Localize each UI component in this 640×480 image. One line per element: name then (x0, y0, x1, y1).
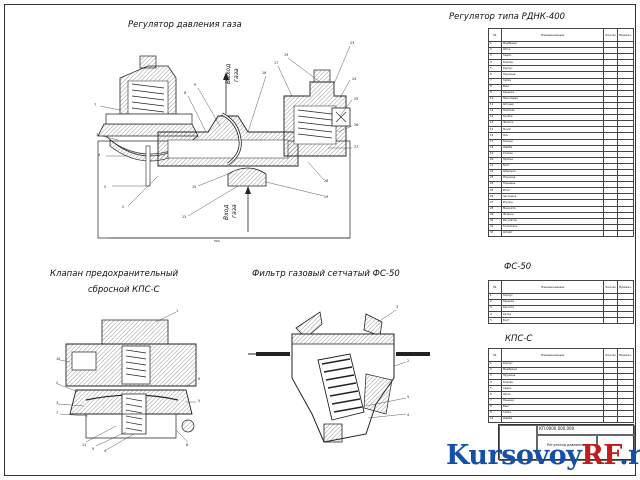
col-num: № (488, 348, 502, 362)
svg-text:16: 16 (262, 71, 266, 75)
row-name: Болт (500, 317, 605, 325)
title-block-name-cell (537, 435, 597, 461)
watermark-part2: RF (581, 440, 620, 471)
title-spec-fs: ФС-50 (504, 262, 532, 272)
watermark-part3: .ru (619, 440, 640, 471)
svg-text:4: 4 (104, 449, 106, 453)
col-note: Примеч. (617, 280, 634, 294)
row-note (617, 415, 634, 423)
row-num: 10 (488, 415, 502, 423)
svg-text:2: 2 (122, 205, 124, 209)
svg-text:5: 5 (104, 185, 106, 189)
row-qty (603, 317, 619, 325)
col-note: Примеч. (617, 348, 634, 362)
outlet-gas-label-line1: Выход (225, 63, 232, 84)
title-block-org-cell (597, 435, 635, 461)
title-block-grid (499, 425, 537, 461)
inlet-gas-label-line2: газа (231, 204, 238, 218)
svg-text:4: 4 (407, 413, 409, 417)
svg-text:25: 25 (354, 97, 358, 101)
spec-table-kps-header: № Наименование Кол-во Примеч. (488, 348, 634, 362)
row-num: 32 (488, 229, 502, 238)
outlet-gas-label: Выход газа (225, 56, 255, 88)
col-qty: Кол-во (603, 28, 619, 42)
title-relief-valve-line1: Клапан предохранительный (50, 269, 179, 279)
svg-text:5: 5 (407, 395, 409, 399)
kursovoyrf-watermark-logo[interactable]: KursovoyRF.ru (446, 440, 640, 471)
svg-text:7: 7 (94, 103, 96, 107)
relief-valve-drawing: 10 2 3 7 11 9 4 1 6 5 8 (56, 309, 200, 453)
inlet-gas-label: Вход газа (223, 192, 253, 226)
row-name: Шайба (500, 415, 605, 423)
svg-text:9: 9 (92, 447, 94, 451)
svg-text:11: 11 (82, 443, 86, 447)
svg-text:3: 3 (396, 305, 398, 309)
svg-text:17: 17 (274, 61, 278, 65)
svg-text:27: 27 (354, 145, 358, 149)
row-qty (603, 415, 619, 423)
row-name: Штифт (500, 229, 605, 238)
svg-text:8: 8 (186, 443, 188, 447)
svg-text:2: 2 (56, 381, 58, 385)
title-block-code: КП.0000.000.000 (539, 426, 575, 431)
row-qty (603, 229, 619, 238)
col-qty: Кол-во (603, 280, 619, 294)
row-num: 5 (488, 317, 502, 325)
col-name: Наименование (500, 348, 605, 362)
spec-table-fs-header: № Наименование Кол-во Примеч. (488, 280, 634, 294)
title-block-code-cell (537, 425, 635, 435)
col-name: Наименование (500, 280, 605, 294)
svg-text:2: 2 (407, 359, 409, 363)
outlet-gas-label-line2: газа (233, 68, 240, 82)
gas-filter-drawing: 3 2 5 4 (248, 305, 430, 443)
svg-text:3: 3 (96, 133, 98, 137)
col-num: № (488, 280, 502, 294)
title-block: КП.0000.000.000 Регулятор давления (498, 424, 635, 461)
col-num: № (488, 28, 502, 42)
svg-text:1: 1 (176, 309, 178, 313)
svg-text:10: 10 (56, 357, 60, 361)
watermark-part1: Kursovoy (446, 440, 582, 471)
svg-text:9: 9 (194, 83, 196, 87)
sheet-frame (4, 4, 636, 476)
spec-table-rdnk-header: № Наименование Кол-во Примеч. (488, 28, 634, 42)
title-gas-filter: Фильтр газовый сетчатый ФС-50 (252, 269, 400, 279)
col-note: Примеч. (617, 28, 634, 42)
svg-text:13: 13 (182, 215, 186, 219)
svg-text:8: 8 (184, 91, 186, 95)
svg-text:7: 7 (56, 411, 58, 415)
title-spec-kps: КПС-С (505, 334, 533, 344)
svg-text:15: 15 (192, 185, 196, 189)
svg-text:19: 19 (284, 53, 288, 57)
row-note (617, 317, 634, 325)
svg-text:5: 5 (198, 399, 200, 403)
title-relief-valve-line2: сбросной КПС-С (88, 285, 160, 295)
svg-text:3: 3 (56, 401, 58, 405)
svg-text:28: 28 (324, 179, 328, 183)
col-qty: Кол-во (603, 348, 619, 362)
title-regulator-type: Регулятор типа РДНК-400 (449, 12, 566, 22)
title-pressure-regulator: Регулятор давления газа (128, 20, 242, 30)
col-name: Наименование (500, 28, 605, 42)
svg-text:590: 590 (214, 239, 220, 243)
svg-text:6: 6 (198, 377, 200, 381)
row-note (617, 229, 634, 238)
svg-text:26: 26 (354, 123, 358, 127)
svg-text:23: 23 (350, 41, 354, 45)
svg-text:29: 29 (324, 195, 328, 199)
svg-text:4: 4 (98, 153, 100, 157)
svg-text:24: 24 (352, 77, 356, 81)
inlet-gas-label-line1: Вход (223, 204, 230, 221)
title-block-name: Регулятор давления (547, 443, 585, 447)
